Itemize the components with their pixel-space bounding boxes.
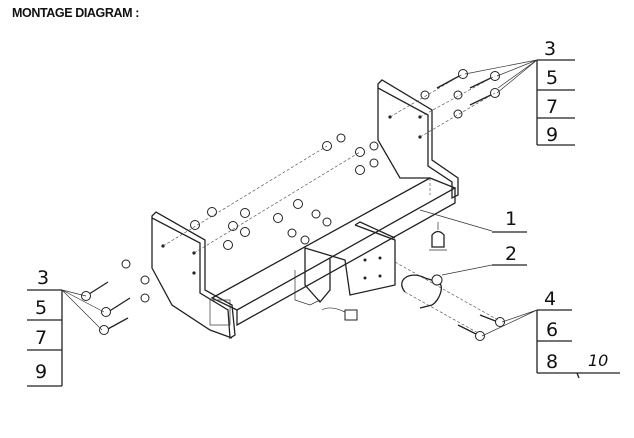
callout-number: 2 [505, 243, 517, 265]
callout-table-bottom-right: 4 6 8 10 [481, 288, 620, 379]
diagram-title: MONTAGE DIAGRAM : [12, 6, 139, 20]
callout-number: 5 [546, 67, 558, 89]
callout-number: 7 [35, 327, 47, 349]
tow-ball-assembly [401, 222, 447, 309]
callout-number: 4 [544, 288, 556, 310]
callout-number: 5 [35, 297, 47, 319]
callout-number: 10 [588, 351, 608, 370]
callout-part-2: 2 [441, 243, 527, 276]
electrical-plug [321, 307, 358, 321]
fastener-set [81, 69, 505, 341]
callout-part-1: 1 [419, 208, 527, 233]
right-mounting-bracket [377, 79, 459, 200]
tow-bar-crossbar [210, 177, 457, 327]
callout-number: 7 [546, 96, 558, 118]
callout-number: 8 [546, 351, 558, 373]
callout-table-left: 3 5 7 9 [27, 267, 105, 387]
callout-table-top-right: 3 5 7 9 [464, 38, 575, 146]
callout-number: 9 [546, 124, 558, 146]
callout-number: 3 [544, 38, 556, 60]
callout-number: 1 [505, 208, 517, 230]
left-mounting-bracket [151, 211, 236, 340]
callout-number: 6 [546, 319, 558, 341]
callout-number: 3 [37, 267, 49, 289]
hitch-receiver [294, 221, 396, 306]
callout-number: 9 [35, 361, 47, 383]
